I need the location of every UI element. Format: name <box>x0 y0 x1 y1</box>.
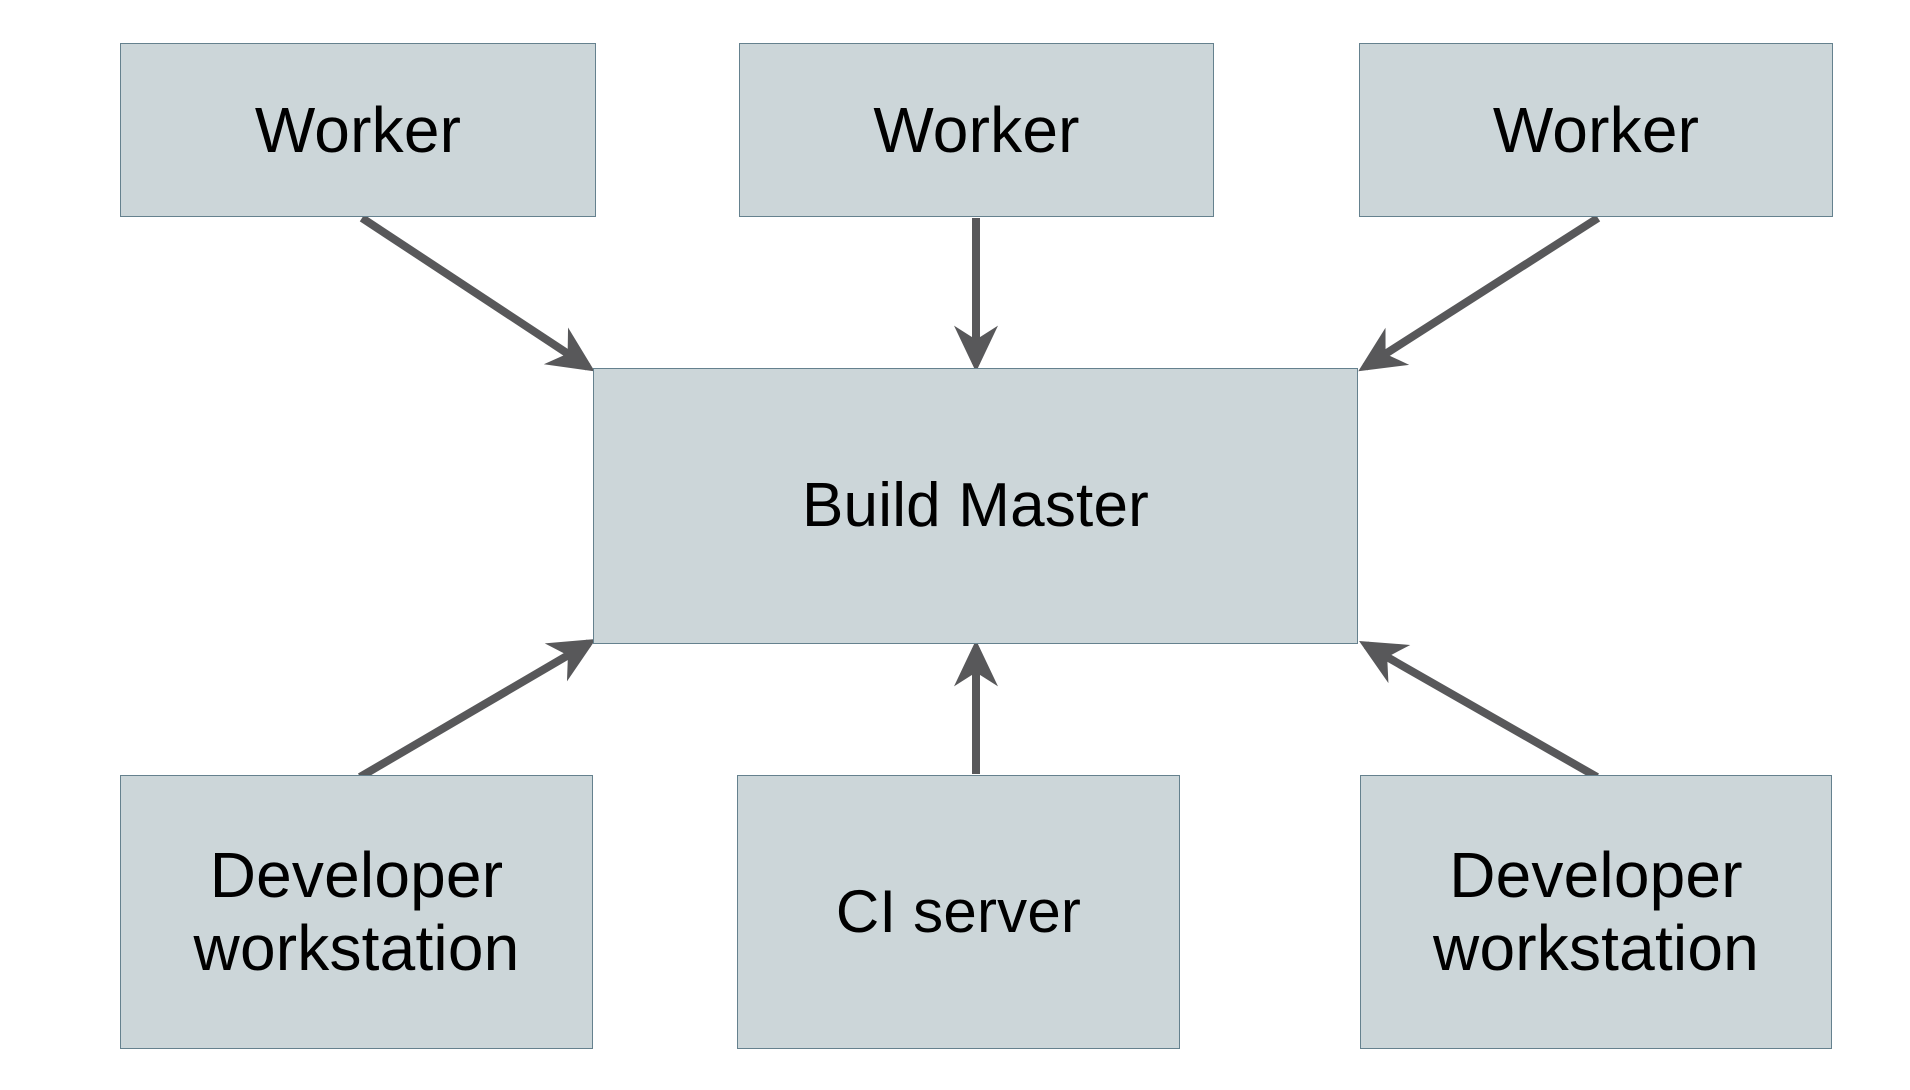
edge-worker-3-to-build-master <box>1358 214 1601 372</box>
node-label-worker-1: Worker <box>254 93 462 166</box>
node-developer-workstation-left[interactable]: Developer workstation <box>120 775 593 1049</box>
node-label-worker-2: Worker <box>873 93 1080 166</box>
node-label-build-master: Build Master <box>802 470 1149 540</box>
node-ci-server[interactable]: CI server <box>737 775 1180 1049</box>
edge-developer-workstation-right-to-build-master <box>1359 641 1599 781</box>
node-label-ci-server: CI server <box>835 877 1082 945</box>
node-label-worker-3: Worker <box>1492 93 1700 166</box>
node-build-master[interactable]: Build Master <box>593 368 1358 644</box>
node-worker-3[interactable]: Worker <box>1359 43 1833 217</box>
node-worker-2[interactable]: Worker <box>739 43 1214 217</box>
node-label-developer-workstation-right: Developer workstation <box>1433 839 1759 984</box>
edge-developer-workstation-left-to-build-master <box>357 638 596 781</box>
node-label-developer-workstation-left: Developer workstation <box>193 839 520 984</box>
node-developer-workstation-right[interactable]: Developer workstation <box>1360 775 1832 1049</box>
edge-worker-1-to-build-master <box>359 214 595 372</box>
node-worker-1[interactable]: Worker <box>120 43 596 217</box>
